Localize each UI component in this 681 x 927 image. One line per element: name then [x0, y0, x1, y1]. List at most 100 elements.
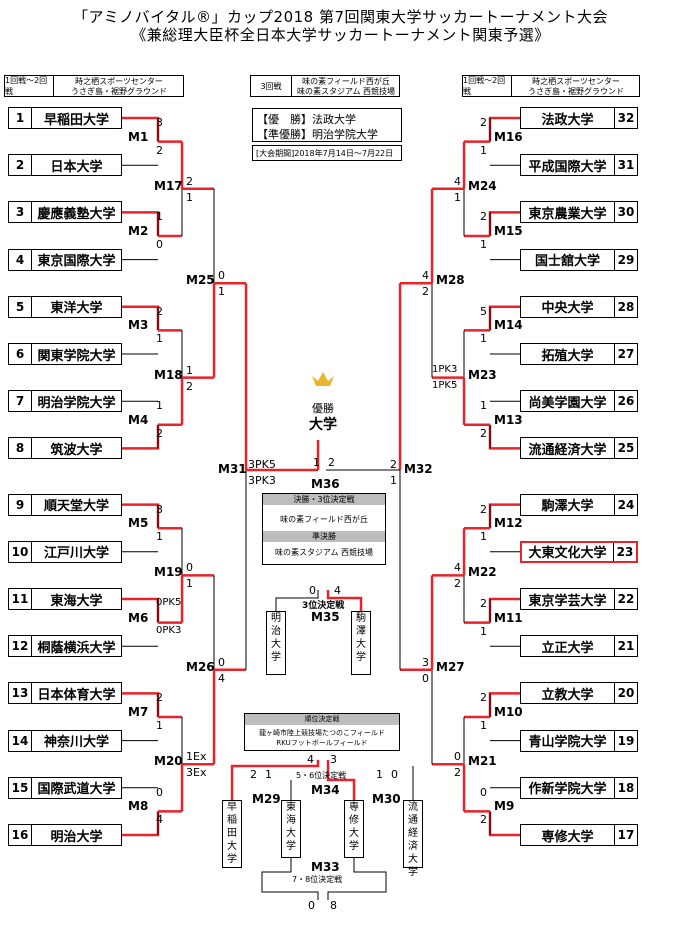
- right-r1-match: M13: [494, 412, 523, 427]
- team-number: 19: [614, 730, 637, 751]
- header-right-venue2: うさぎ島・裾野グラウンド: [528, 87, 624, 96]
- team-name: 拓殖大学: [541, 348, 594, 364]
- team-number: 24: [614, 494, 637, 515]
- p78-match-label: M33: [311, 860, 340, 874]
- header-left: 1回戦～2回戦 時之栖スポーツセンター うさぎ島・裾野グラウンド: [4, 75, 184, 97]
- left-r3-score-b: 4: [218, 671, 225, 685]
- team-number: 5: [9, 296, 32, 317]
- team-number: 15: [9, 777, 32, 798]
- right-r1-score-a: 2: [480, 691, 487, 705]
- p56-match-label: M34: [311, 783, 340, 797]
- team-name: 東海大学: [50, 593, 103, 609]
- left-r1-match: M1: [128, 129, 149, 144]
- left-r2-score-b: 2: [186, 379, 193, 393]
- team-name: 青山学院大学: [528, 735, 607, 751]
- right-r3-score-b: 0: [422, 671, 429, 685]
- right-r1-score-b: 2: [480, 426, 487, 440]
- right-r1-score-b: 1: [480, 719, 487, 732]
- team-number: 6: [9, 344, 32, 364]
- p78-line: [261, 858, 319, 900]
- m29-team-a: 早稲田大学: [222, 800, 242, 868]
- left-r2-match: M20: [154, 754, 183, 769]
- right-team-19: 19 青山学院大学: [520, 729, 638, 752]
- left-r2-match: M18: [154, 367, 183, 382]
- left-r2-score-b: 1: [186, 190, 193, 204]
- team-name: 関東学院大学: [37, 348, 116, 364]
- team-number: 9: [9, 494, 32, 515]
- header-center-venue1: 味の素フィールド西が丘: [302, 77, 390, 86]
- team-name: 桐蔭横浜大学: [37, 640, 116, 656]
- team-number: 14: [9, 730, 32, 751]
- left-r2-score-a: 1Ex: [186, 750, 207, 764]
- right-r1-score-a: 2: [480, 597, 487, 610]
- team-number: 8: [9, 438, 32, 459]
- team-name: 東京国際大学: [37, 254, 116, 270]
- team-name: 法政大学: [541, 112, 594, 128]
- right-r1-match: M15: [494, 224, 523, 238]
- left-r1-score-a: 3: [156, 116, 163, 129]
- p78-right-score: 8: [330, 899, 337, 912]
- runner-up-text: 【準優勝】明治学院大学: [257, 128, 378, 141]
- team-name: 流通経済大学: [528, 442, 607, 458]
- right-r2-score-b: 2: [454, 577, 461, 591]
- header-left-venue2: うさぎ島・裾野グラウンド: [71, 87, 167, 96]
- third-right-score: 4: [334, 584, 341, 597]
- right-r1-score-b: 1: [480, 238, 487, 251]
- team-name: 駒澤大学: [541, 499, 594, 515]
- left-sf-match: M31: [218, 462, 247, 476]
- left-r1-score-b: 0: [156, 238, 163, 251]
- team-number: 10: [9, 541, 32, 562]
- third-right-team: 駒澤大学: [351, 611, 371, 675]
- team-name: 平成国際大学: [528, 159, 607, 175]
- third-left-team: 明治大学: [266, 611, 286, 675]
- left-r2-score-b: 3Ex: [186, 766, 207, 780]
- right-r1-score-a: 1: [480, 399, 487, 413]
- header-left-venue1: 時之栖スポーツセンター: [75, 77, 163, 86]
- left-r1-score-a: 2: [156, 691, 163, 705]
- left-r1-match: M8: [128, 799, 149, 814]
- team-number: 7: [9, 391, 32, 412]
- team-number: 20: [614, 683, 637, 704]
- right-r2-match: M23: [468, 367, 497, 382]
- left-r3-match: M26: [186, 659, 215, 674]
- final-score-right: 2: [328, 456, 335, 469]
- left-r1-score-a: 1: [156, 399, 163, 413]
- team-number: 12: [9, 636, 32, 657]
- right-r2-score-b: 1: [454, 190, 461, 204]
- header-left-round: 1回戦～2回戦: [5, 76, 54, 96]
- final-winner-label: 優勝: [312, 402, 334, 415]
- final-winner-name: 大学: [309, 417, 337, 433]
- right-r2-score-b: 1PK5: [432, 379, 458, 391]
- right-r2-score-b: 2: [454, 766, 461, 780]
- m29-team-b: 東海大学: [281, 800, 301, 858]
- right-r2-match: M24: [468, 178, 497, 193]
- team-name: 中央大学: [541, 301, 594, 317]
- p78-line: [327, 858, 387, 900]
- team-number: 23: [613, 542, 636, 561]
- team-name: 国士舘大学: [534, 254, 600, 270]
- right-r1-match: M16: [494, 129, 523, 144]
- left-r1-score-b: 1: [156, 530, 163, 544]
- header-center-round: 3回戦: [251, 76, 292, 96]
- left-r1-score-a: 0PK5: [156, 597, 182, 608]
- left-r1-score-b: 1: [156, 332, 163, 346]
- team-name: 作新学院大学: [528, 782, 607, 798]
- right-r3-score-a: 3: [422, 655, 429, 669]
- left-r1-score-a: 3: [156, 502, 163, 516]
- m29-score-b: 1: [265, 768, 272, 781]
- right-r2-score-a: 4: [454, 174, 461, 188]
- right-r1-score-a: 5: [480, 304, 487, 318]
- team-name: 順天堂大学: [43, 499, 109, 515]
- placing-info-venue1: 龍ヶ崎市陸上競技場たつのこフィールド: [259, 729, 385, 737]
- team-number: 25: [614, 438, 637, 459]
